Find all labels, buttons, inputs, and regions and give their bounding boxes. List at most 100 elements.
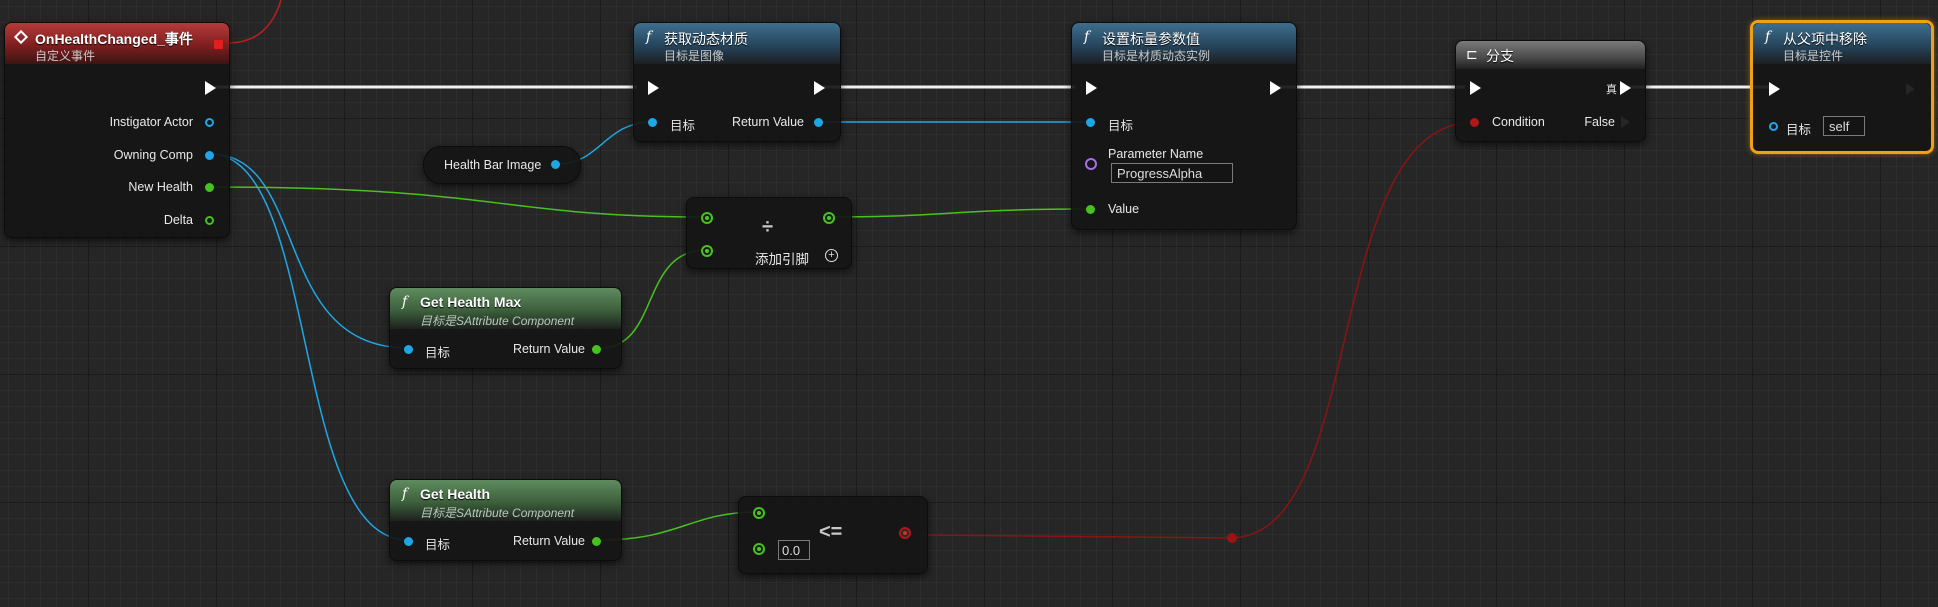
health-bar-image-node[interactable]: Health Bar Image	[423, 146, 581, 184]
pin-label: New Health	[128, 180, 193, 194]
target-pin[interactable]	[1769, 122, 1778, 131]
node-title: Get Health Max	[420, 294, 522, 310]
pin-label: Condition	[1492, 115, 1545, 129]
branch-node[interactable]: ⊏ 分支 真 Condition False	[1455, 40, 1646, 142]
pin-label: Return Value	[512, 534, 585, 548]
true-exec-pin[interactable]	[1620, 81, 1631, 95]
pin-label: 目标	[425, 346, 451, 360]
return-value-pin[interactable]	[592, 345, 601, 354]
node-title: 从父项中移除	[1783, 31, 1867, 47]
add-pin-icon[interactable]: +	[825, 249, 838, 262]
dividend-pin[interactable]	[701, 212, 713, 224]
pin-label: Parameter Name	[1108, 147, 1204, 161]
delta-pin[interactable]	[205, 216, 214, 225]
reroute-knot	[1227, 533, 1237, 543]
pin-label: Value	[1108, 202, 1140, 216]
owning-comp-pin[interactable]	[205, 151, 214, 160]
function-icon: f	[402, 294, 408, 310]
node-subtitle: 目标是SAttribute Component	[420, 506, 575, 520]
new-health-pin[interactable]	[205, 183, 214, 192]
node-title: Get Health	[420, 486, 491, 502]
function-icon: f	[1084, 29, 1090, 45]
set-scalar-param-node[interactable]: f 设置标量参数值 目标是材质动态实例 目标 Parameter Name Pr…	[1071, 22, 1297, 230]
function-icon: f	[1765, 29, 1771, 45]
condition-pin[interactable]	[1470, 118, 1479, 127]
exec-in-pin[interactable]	[1470, 81, 1481, 95]
return-value-pin[interactable]	[592, 537, 601, 546]
event-title: OnHealthChanged_事件	[35, 31, 193, 47]
exec-in-pin[interactable]	[648, 81, 659, 95]
node-subtitle: 目标是SAttribute Component	[420, 314, 575, 328]
node-header	[634, 23, 840, 64]
pin-label: Owning Comp	[113, 148, 193, 162]
object-wire	[209, 153, 409, 541]
node-title: 分支	[1486, 48, 1514, 64]
a-input-pin[interactable]	[753, 507, 765, 519]
instigator-actor-pin[interactable]	[205, 118, 214, 127]
target-pin[interactable]	[404, 345, 413, 354]
target-pin[interactable]	[404, 537, 413, 546]
pin-label: 目标	[425, 538, 451, 552]
event-wire	[227, 0, 282, 44]
pin-label: Instigator Actor	[109, 115, 193, 129]
quotient-pin[interactable]	[823, 212, 835, 224]
exec-in-pin[interactable]	[1769, 82, 1780, 96]
compare-operator: <=	[819, 521, 843, 543]
divide-operator: ÷	[762, 216, 773, 238]
false-label: False	[1584, 115, 1615, 129]
divide-node[interactable]: ÷ 添加引脚 +	[686, 197, 852, 269]
target-pin[interactable]	[648, 118, 657, 127]
event-delegate-pin[interactable]	[214, 40, 223, 49]
exec-out-pin[interactable]	[205, 81, 216, 95]
exec-in-pin[interactable]	[1086, 81, 1097, 95]
branch-icon: ⊏	[1466, 46, 1478, 62]
add-pin-label[interactable]: 添加引脚	[755, 252, 809, 267]
less-equal-node[interactable]: 0.0 <=	[738, 496, 928, 574]
function-icon: f	[646, 29, 652, 45]
get-health-node[interactable]: f Get Health 目标是SAttribute Component 目标 …	[389, 479, 622, 561]
health-bar-image-pin[interactable]	[551, 160, 560, 169]
variable-label: Health Bar Image	[444, 158, 542, 172]
node-title: 设置标量参数值	[1102, 31, 1200, 47]
node-header	[1753, 23, 1931, 64]
get-dynamic-material-node[interactable]: f 获取动态材质 目标是图像 目标 Return Value	[633, 22, 841, 142]
node-header	[1456, 41, 1645, 69]
pin-label: 目标	[1108, 119, 1134, 133]
function-icon: f	[402, 486, 408, 502]
float-wire	[829, 208, 1091, 218]
event-node[interactable]: OnHealthChanged_事件 自定义事件 Instigator Acto…	[4, 22, 230, 238]
node-subtitle: 目标是材质动态实例	[1102, 49, 1211, 63]
true-label: 真	[1606, 84, 1617, 96]
remove-from-parent-node[interactable]: f 从父项中移除 目标是控件 目标 self	[1750, 20, 1934, 154]
b-input-pin[interactable]	[753, 543, 765, 555]
pin-label: Return Value	[731, 115, 804, 129]
node-header	[1072, 23, 1296, 64]
false-exec-pin[interactable]	[1620, 115, 1631, 129]
float-wire	[599, 511, 759, 541]
node-header	[390, 480, 621, 521]
exec-out-pin[interactable]	[1905, 82, 1916, 96]
object-wire	[209, 153, 409, 349]
node-header	[390, 288, 621, 329]
return-value-pin[interactable]	[814, 118, 823, 127]
event-subtitle: 自定义事件	[35, 49, 96, 63]
b-value-input[interactable]: 0.0	[778, 540, 810, 560]
exec-out-pin[interactable]	[1270, 81, 1281, 95]
exec-out-pin[interactable]	[814, 81, 825, 95]
pin-label: 目标	[1786, 123, 1812, 137]
parameter-name-input[interactable]: ProgressAlpha	[1111, 163, 1233, 183]
node-subtitle: 目标是图像	[664, 49, 725, 63]
event-header	[5, 23, 229, 64]
bool-output-pin[interactable]	[899, 527, 911, 539]
value-pin[interactable]	[1086, 205, 1095, 214]
pin-label: Delta	[163, 213, 193, 227]
pin-label: Return Value	[512, 342, 585, 356]
divisor-pin[interactable]	[701, 245, 713, 257]
float-wire	[209, 186, 707, 218]
get-health-max-node[interactable]: f Get Health Max 目标是SAttribute Component…	[389, 287, 622, 369]
target-self-input[interactable]: self	[1823, 116, 1865, 136]
parameter-name-pin[interactable]	[1085, 158, 1097, 170]
target-pin[interactable]	[1086, 118, 1095, 127]
node-subtitle: 目标是控件	[1783, 49, 1844, 63]
